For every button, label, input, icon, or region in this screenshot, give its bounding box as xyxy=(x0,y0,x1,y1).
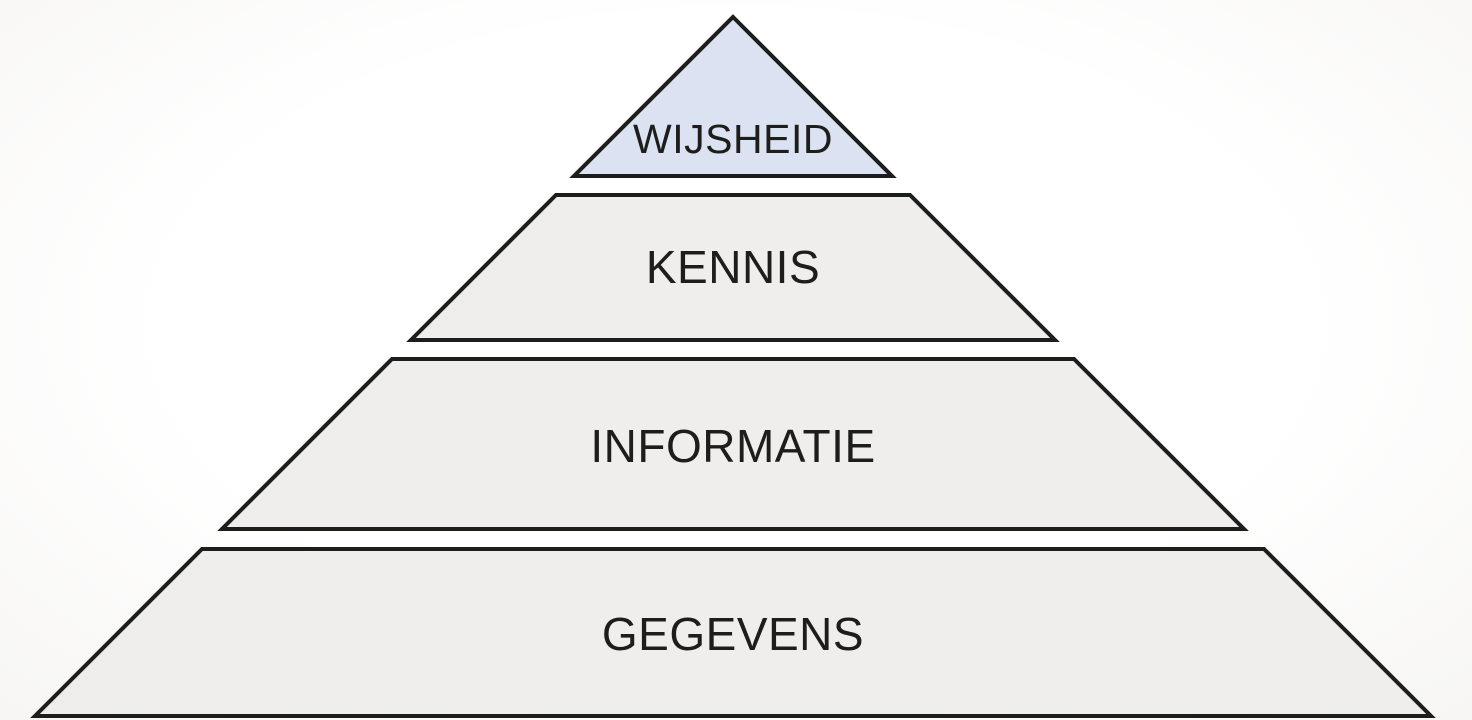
pyramid-level-gegevens-shape xyxy=(30,547,1436,718)
pyramid-level-kennis-label: KENNIS xyxy=(646,241,820,293)
pyramid-level-informatie-shape xyxy=(217,357,1249,531)
pyramid-level-informatie-label: INFORMATIE xyxy=(590,420,875,472)
pyramid-level-wijsheid-label: WIJSHEID xyxy=(633,116,833,162)
pyramid-level-wijsheid-shape xyxy=(569,14,897,178)
pyramid-level-kennis-shape xyxy=(406,193,1060,342)
pyramid-level-gegevens-label: GEGEVENS xyxy=(602,608,864,660)
